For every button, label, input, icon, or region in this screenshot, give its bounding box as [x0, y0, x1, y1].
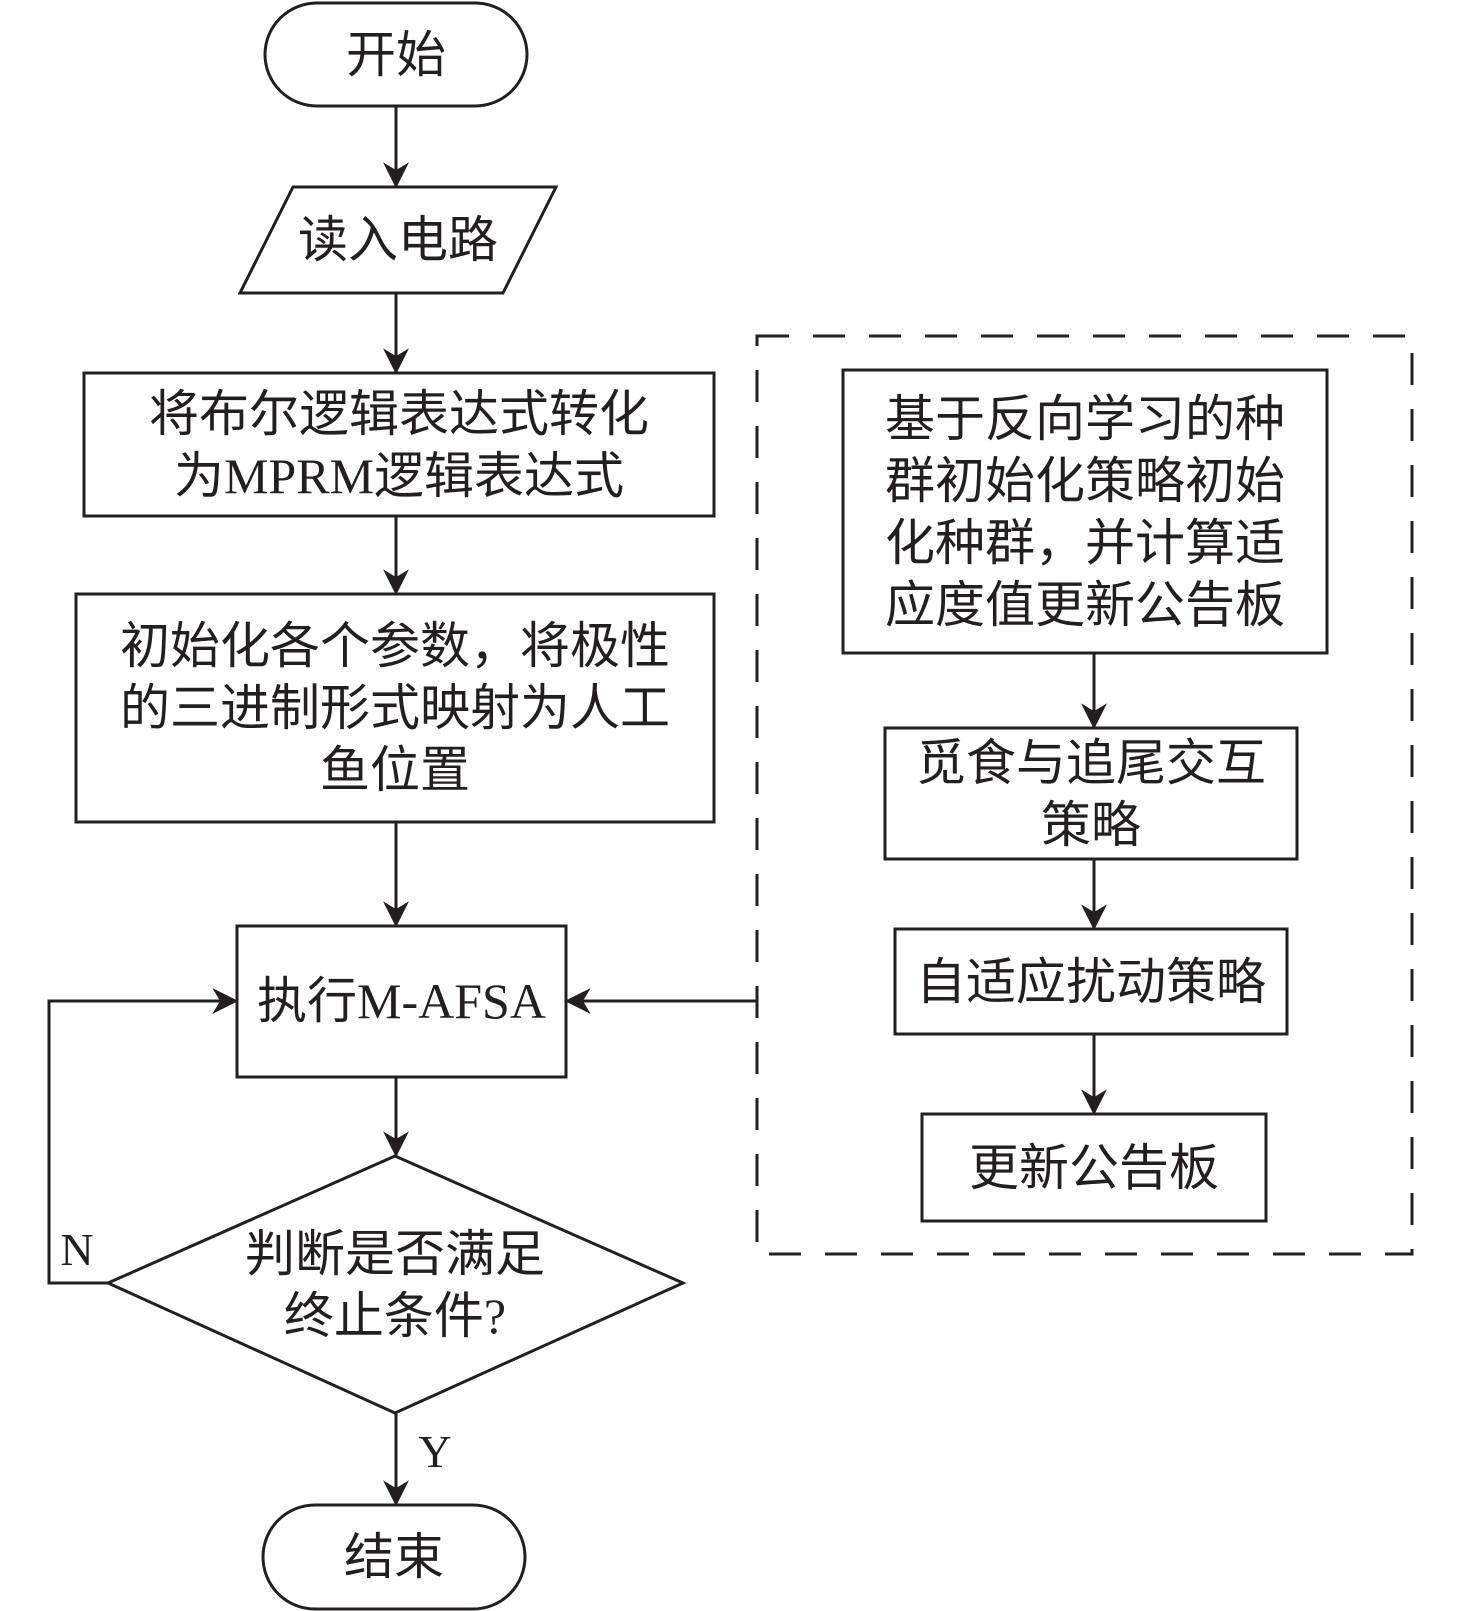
sub-forage-label: 觅食与追尾交互 策略: [916, 734, 1266, 853]
convert-process: [82, 371, 716, 518]
start-label: 开始: [346, 26, 446, 83]
sub-init-process: [841, 368, 1329, 655]
sub-perturb-process: [893, 927, 1289, 1036]
sub-update-process: [920, 1112, 1268, 1223]
edge-label-yes: Y: [418, 1426, 452, 1477]
execute-label: 执行M-AFSA: [257, 973, 546, 1029]
sub-perturb-label: 自适应扰动策略: [916, 953, 1266, 1010]
convert-label: 将布尔逻辑表达式转化 为MPRM逻辑表达式: [149, 385, 649, 504]
edge-label-no: N: [60, 1224, 94, 1275]
read-circuit-label: 读入电路: [298, 212, 498, 268]
init-label: 初始化各个参数，将极性 的三进制形式映射为人工 鱼位置: [120, 618, 670, 798]
read-circuit-io: [237, 185, 559, 295]
arrow-no-loop: [47, 988, 239, 1285]
decision-label: 判断是否满足 终止条件?: [245, 1226, 545, 1344]
sub-forage-process: [883, 726, 1299, 861]
end-label: 结束: [344, 1529, 444, 1585]
sub-update-label: 更新公告板: [969, 1139, 1219, 1196]
sub-init-label: 基于反向学习的种 群初始化策略初始 化种群，并计算适 应度值更新公告板: [885, 390, 1285, 633]
